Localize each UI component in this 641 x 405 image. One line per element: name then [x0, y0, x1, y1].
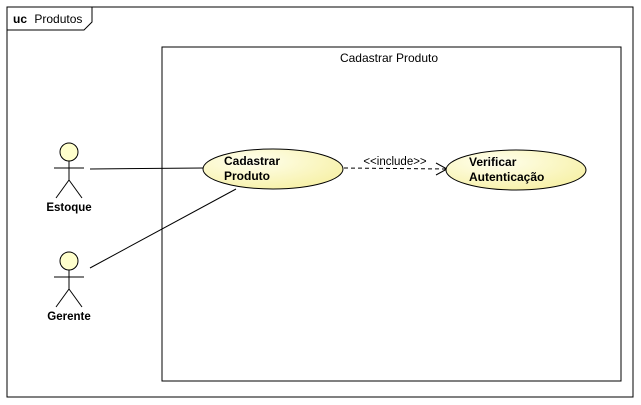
association-estoque-cadastrar[interactable] [89, 167, 205, 170]
usecase-verificar-shape[interactable] [445, 149, 587, 191]
frame-name: Produtos [34, 12, 82, 26]
usecase-verificar-label-1: Verificar [469, 155, 517, 169]
frame-tab [7, 7, 93, 31]
actor-gerente[interactable] [54, 251, 84, 308]
usecase-cadastrar-label-1: Cadastrar [224, 154, 280, 168]
include-stereotype: <<include>> [363, 156, 427, 168]
association-gerente-cadastrar[interactable] [89, 188, 237, 269]
usecase-cadastrar-shape[interactable] [202, 148, 344, 190]
include-dependency[interactable] [343, 167, 447, 170]
usecase-verificar-label-2: Autenticação [469, 170, 544, 184]
boundary-title: Cadastrar Produto [340, 51, 438, 65]
frame-label: uc Produtos [13, 12, 82, 26]
actor-gerente-leg-right [68, 288, 83, 308]
system-boundary[interactable] [161, 46, 622, 382]
usecase-cadastrar-produto[interactable]: Cadastrar Produto [202, 148, 344, 190]
actor-gerente-head [59, 251, 79, 271]
actor-estoque-leg-left [55, 179, 70, 199]
actor-gerente-label: Gerente [47, 311, 90, 323]
frame-keyword: uc [13, 12, 27, 26]
actor-estoque-leg-right [68, 179, 83, 199]
actor-estoque-label: Estoque [46, 202, 91, 214]
actor-gerente-leg-left [55, 288, 70, 308]
actor-estoque[interactable] [54, 142, 84, 199]
usecase-cadastrar-label-2: Produto [224, 169, 270, 183]
usecase-verificar-autenticacao[interactable]: Verificar Autenticação [445, 149, 587, 191]
actor-estoque-head [59, 142, 79, 162]
